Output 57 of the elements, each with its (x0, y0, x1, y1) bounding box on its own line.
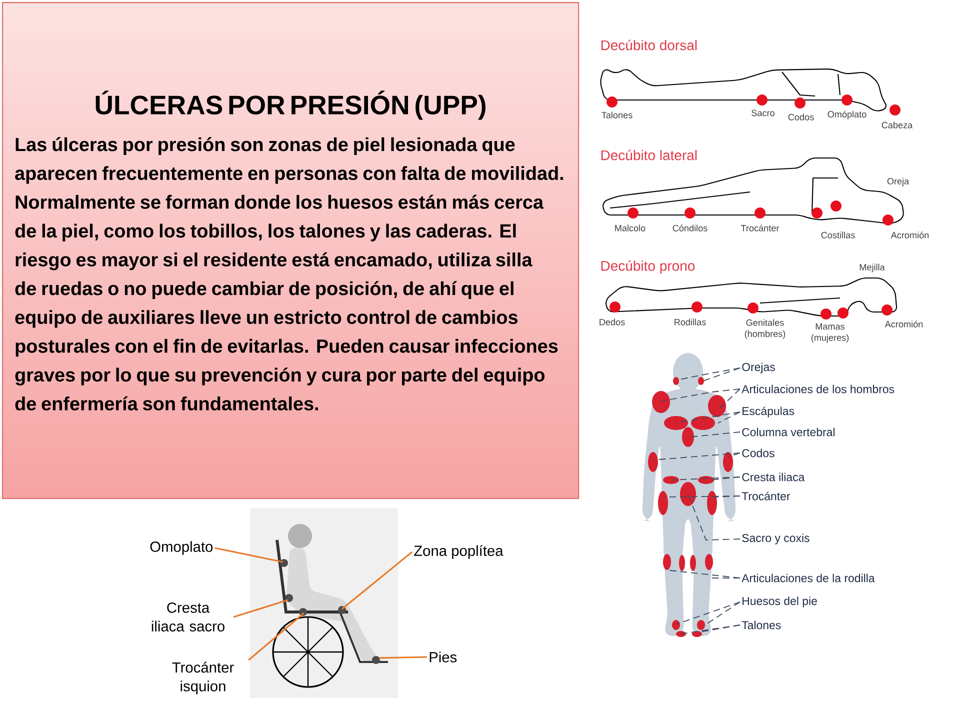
part-label: Cresta iliaca sacro (152, 602, 224, 632)
pressure-point-label: Cabeza (882, 122, 913, 128)
leader-line (704, 602, 740, 626)
pressure-point-label: Omóplato (828, 110, 866, 120)
leader-line (702, 368, 740, 382)
pressure-point-label: Talones (602, 112, 632, 118)
pressure-point-label: Malcolo (615, 224, 646, 232)
leader-line (248, 612, 305, 661)
pressure-point-label: Acromión (884, 320, 923, 328)
pressure-point-label: Codos (788, 114, 814, 120)
leader-line (688, 494, 740, 540)
text-panel: ÚLCERAS POR PRESIÓN (UPP) Las úlceras por presión son zonas de piel lesionada que aparecen frecuentemente en personas con falta de movilidad. Normalmente se forman donde los huesos están más cerca de la piel, como los tobillos, los talones y las caderas. El riesgo es mayor si el residente está encamado, utiliza silla de ruedas o no puede cambiar de posición, de ahí que el equipo de auxiliares lleve un estricto control de cambios posturales con el fin de evitarlas. Pueden causar infecciones graves por lo que su prevención y cura por parte del equipo de enfermería son fundamentales. (2, 2, 580, 500)
part-label: Omoplato (150, 541, 213, 555)
part-label: Escápulas (742, 406, 794, 418)
view-heading: Decúbito prono (601, 260, 695, 274)
leader-line (676, 602, 740, 624)
pressure-point-label: Costillas (821, 232, 855, 238)
pressure-point-label: Rodillas (674, 318, 706, 326)
leader-line (676, 412, 740, 424)
pressure-point-label: Sacro (752, 110, 774, 116)
pressure-point-label: Genitales (hombres) (744, 319, 786, 339)
part-label: Talones (742, 620, 781, 630)
part-label: Huesos del pie (742, 596, 817, 608)
leader-line (714, 496, 740, 498)
leader-line (690, 432, 740, 438)
part-label: Codos (742, 448, 774, 458)
leader-line (672, 476, 740, 480)
part-label: Cresta iliaca (742, 472, 805, 482)
leader-line (342, 551, 412, 610)
view-heading: Decúbito lateral (601, 150, 697, 160)
pressure-point-label: Acromión (890, 232, 929, 238)
pressure-point-label: Mejilla (860, 264, 885, 272)
leader-line (718, 388, 740, 410)
part-label: Zona poplítea (414, 545, 504, 559)
pressure-point-label: Trocánter (740, 224, 780, 232)
part-label: Sacro y coxis (742, 534, 810, 544)
part-label: Pies (430, 652, 457, 662)
leader-line (214, 547, 284, 563)
leader-line (728, 452, 740, 458)
leader-line (662, 388, 740, 402)
part-label: Orejas (742, 362, 775, 374)
leader-line (378, 656, 428, 659)
part-label: Articulaciones de los hombros (742, 384, 894, 394)
view-heading: Decúbito dorsal (601, 40, 697, 50)
leader-line (710, 476, 740, 480)
pressure-point-label: Cóndilos (672, 224, 708, 232)
leader-line (700, 624, 740, 632)
part-label: Columna vertebral (742, 428, 834, 436)
leader-line (652, 452, 740, 460)
leader-line (718, 412, 740, 424)
part-label: Trocánter isquion (172, 662, 234, 694)
pressure-point-label: Dedos (600, 318, 625, 326)
pressure-point-label: Mamas (mujeres) (811, 323, 849, 343)
part-label: Articulaciones de la rodilla (742, 574, 875, 582)
leader-line (233, 599, 288, 618)
pressure-point-label: Oreja (887, 178, 910, 186)
part-label: Trocánter (742, 492, 790, 500)
